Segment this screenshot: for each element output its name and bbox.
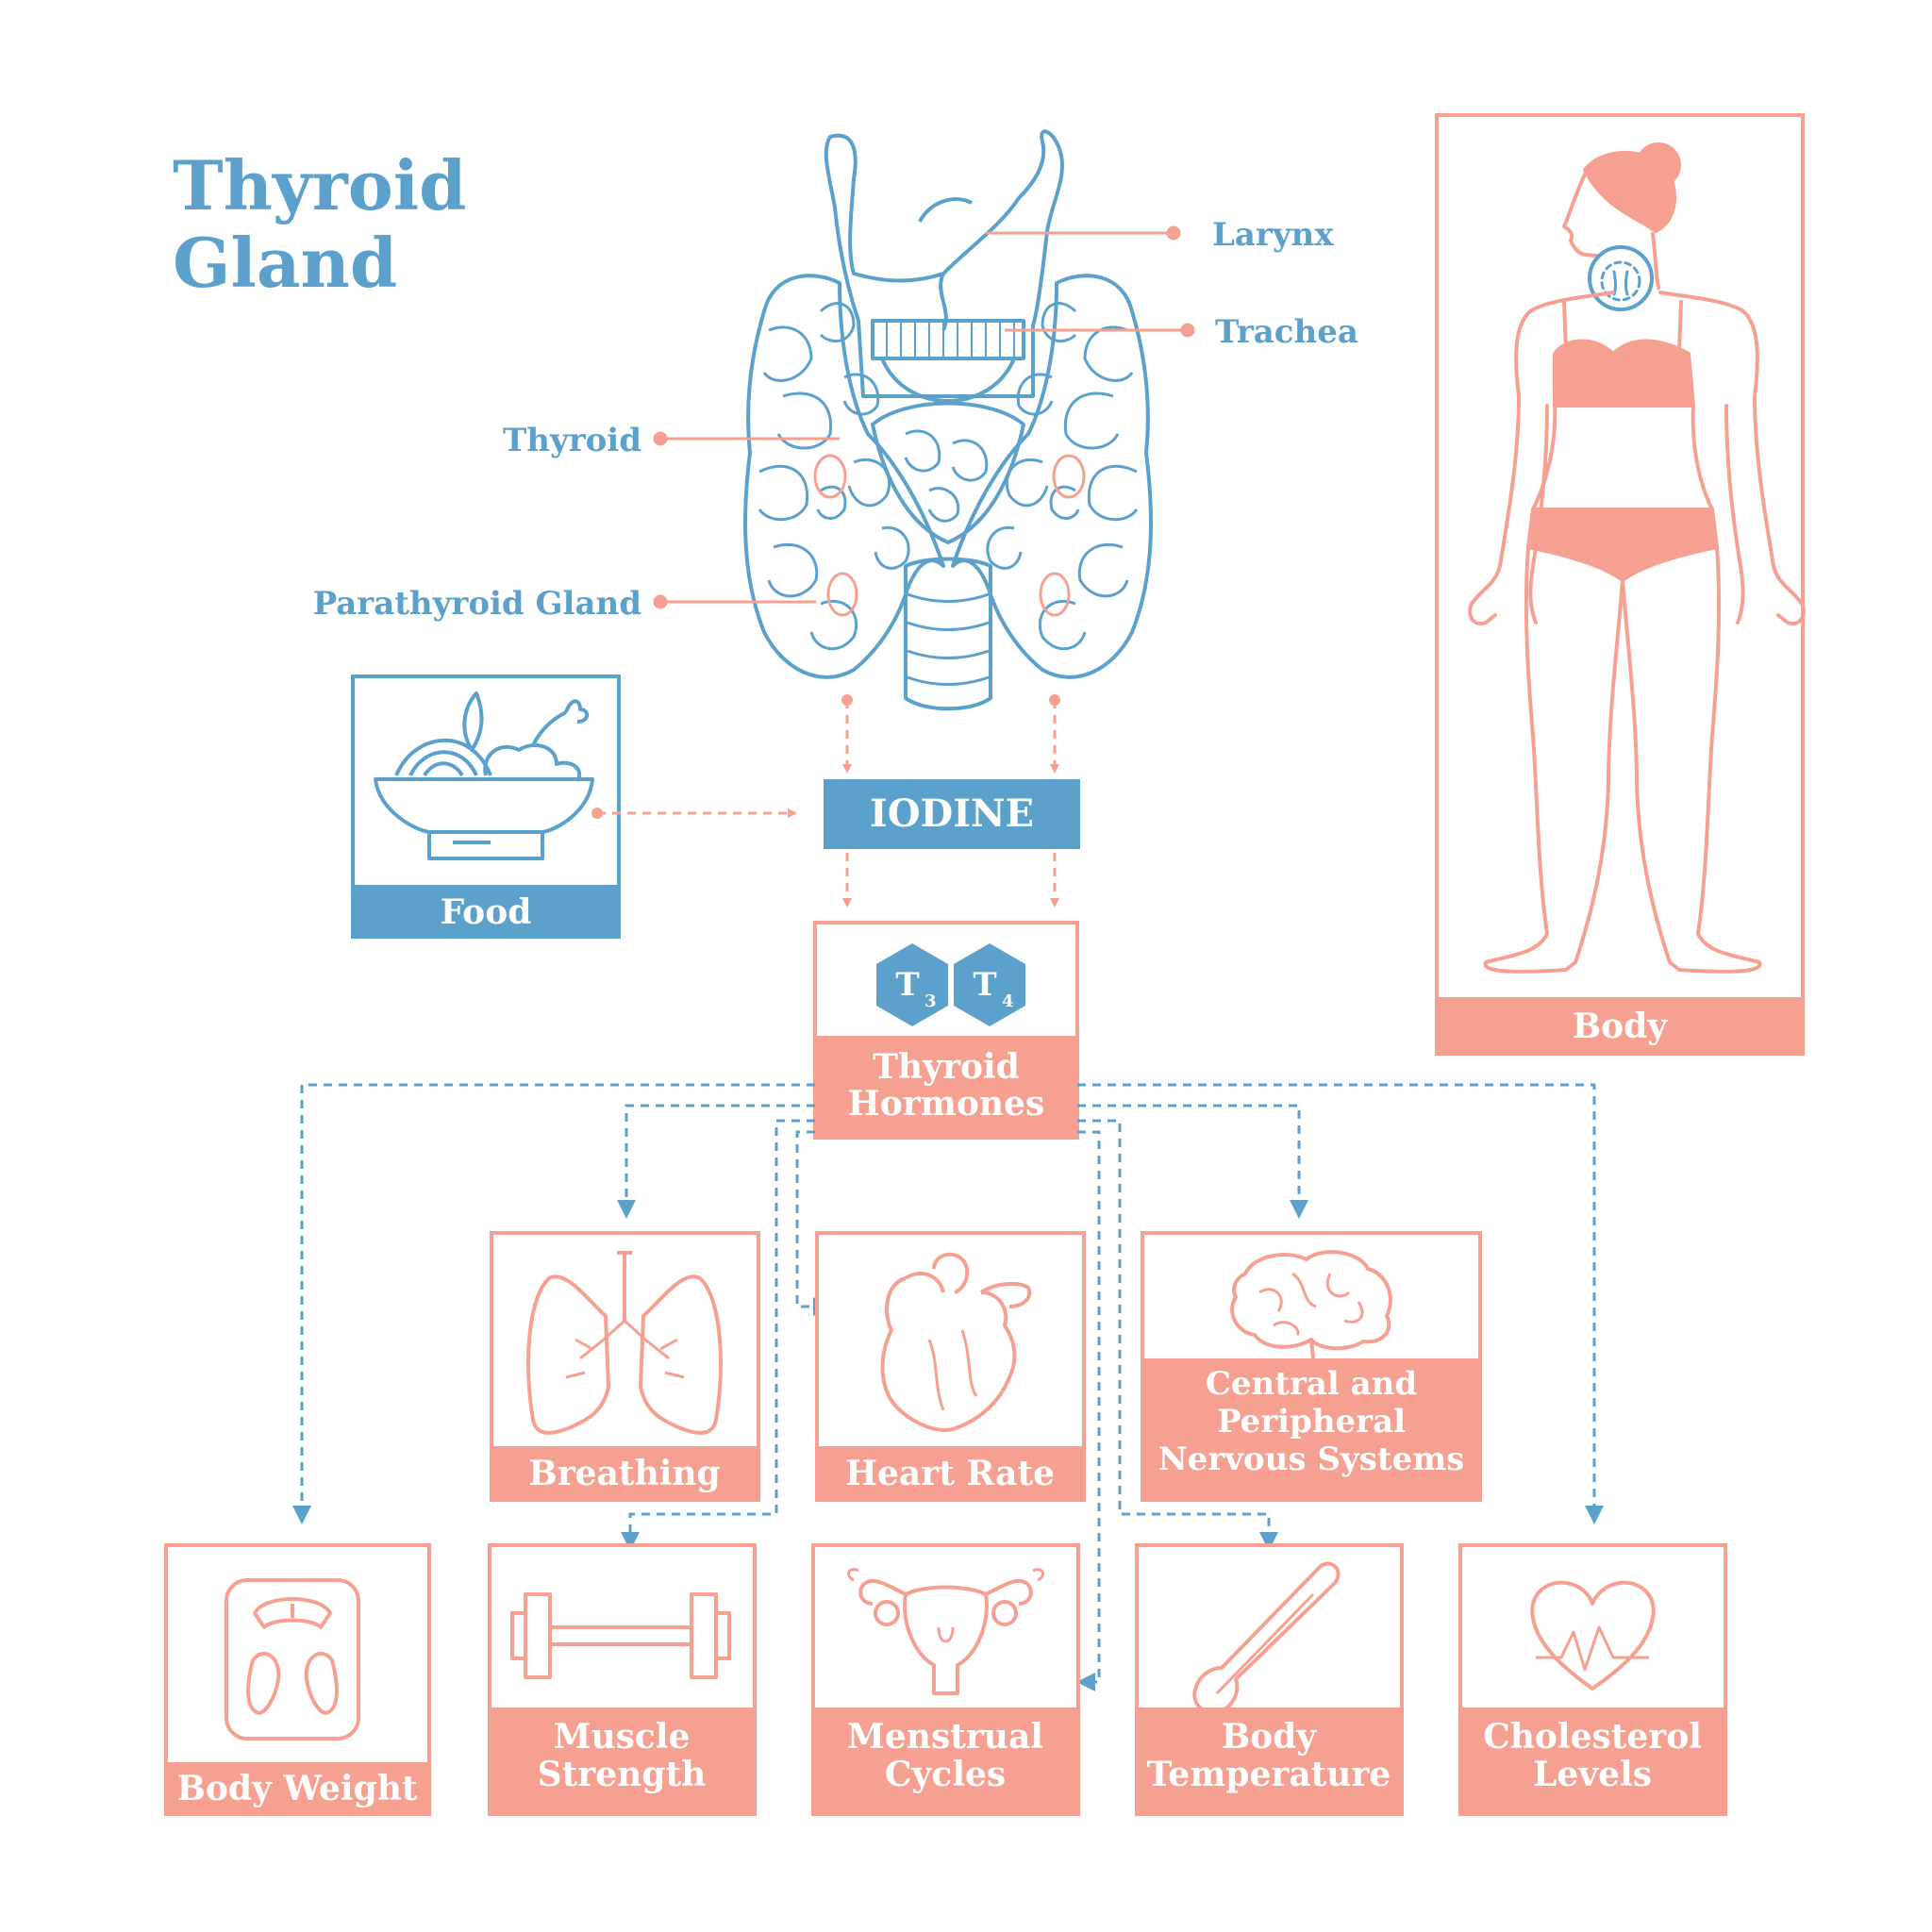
nervous-label-line-1: Central and: [1206, 1365, 1417, 1403]
cholesterol-label-line-1: Cholesterol: [1483, 1717, 1702, 1757]
hormones-label-line-2: Hormones: [848, 1084, 1044, 1124]
t4-hexagon: T 4: [954, 943, 1025, 1026]
scale-icon: [225, 1578, 360, 1740]
body-label: Body: [1573, 1007, 1669, 1046]
t3-hexagon: T 3: [876, 943, 948, 1026]
muscle-label-line-2: Strength: [538, 1755, 707, 1794]
hormones-label-line-1: Thyroid: [873, 1047, 1020, 1087]
temperature-label-line-2: Temperature: [1147, 1755, 1391, 1794]
cholesterol-label-line-2: Levels: [1533, 1755, 1652, 1794]
nervous-label-line-3: Nervous Systems: [1158, 1441, 1465, 1478]
t4-subscript: 4: [1002, 991, 1014, 1011]
effect-box-breathing: Breathing: [490, 1231, 760, 1502]
title-line-2: Gland: [173, 223, 397, 303]
effect-box-nervous-systems: Central and Peripheral Nervous Systems: [1141, 1231, 1482, 1502]
brain-icon: [1230, 1250, 1392, 1359]
label-thyroid: Thyroid: [503, 422, 641, 459]
parathyroid-upper-right: [1052, 454, 1086, 499]
iodine-box: IODINE: [824, 779, 1080, 849]
thyroid-anatomy-illustration: [743, 129, 1153, 711]
thyroid-left-lobe: [743, 274, 945, 679]
menstrual-label-line-2: Cycles: [885, 1755, 1006, 1794]
page-title: Thyroid Gland: [173, 145, 466, 303]
trachea-rings: [871, 319, 1025, 360]
uterus-icon: [847, 1568, 1044, 1695]
larynx-outline: [824, 129, 1064, 398]
body-box: Body: [1435, 113, 1806, 1056]
heart-pulse-icon: [1530, 1580, 1656, 1690]
dumbbell-icon: [510, 1592, 731, 1679]
thyroid-hormones-box: T 3 T 4 Thyroid Hormones: [813, 921, 1079, 1140]
body-weight-label: Body Weight: [176, 1769, 417, 1808]
thyroid-isthmus: [871, 401, 1025, 544]
food-box: Food: [351, 675, 621, 939]
label-larynx: Larynx: [1212, 216, 1334, 254]
lungs-icon: [526, 1251, 723, 1435]
menstrual-label-line-1: Menstrual: [847, 1717, 1043, 1757]
lower-trachea: [904, 557, 992, 711]
iodine-flow-arrows: [597, 700, 1059, 908]
food-label: Food: [441, 892, 532, 932]
effect-box-body-weight: Body Weight: [164, 1543, 431, 1816]
muscle-label-line-1: Muscle: [554, 1717, 691, 1757]
effect-box-body-temperature: Body Temperature: [1135, 1543, 1404, 1816]
female-body-icon: [1468, 142, 1806, 974]
heart-rate-label: Heart Rate: [845, 1454, 1055, 1493]
label-trachea: Trachea: [1215, 313, 1358, 351]
effect-box-muscle-strength: Muscle Strength: [488, 1543, 757, 1816]
title-line-1: Thyroid: [173, 145, 466, 225]
breathing-label: Breathing: [528, 1454, 720, 1493]
effect-box-menstrual-cycles: Menstrual Cycles: [811, 1543, 1080, 1816]
t3-letter: T: [895, 966, 919, 1004]
heart-icon: [880, 1252, 1032, 1432]
temperature-label-line-1: Body: [1222, 1717, 1318, 1757]
thyroid-right-lobe: [951, 274, 1153, 679]
effect-box-cholesterol-levels: Cholesterol Levels: [1458, 1543, 1727, 1816]
thermometer-icon: [1192, 1561, 1341, 1715]
parathyroid-lower-left: [826, 572, 858, 617]
label-parathyroid-gland: Parathyroid Gland: [313, 585, 641, 623]
food-bowl-icon: [374, 691, 594, 860]
parathyroid-lower-right: [1039, 572, 1071, 617]
t3-subscript: 3: [924, 991, 937, 1011]
iodine-label: IODINE: [870, 791, 1034, 836]
t4-letter: T: [973, 966, 996, 1004]
parathyroid-upper-left: [813, 454, 847, 499]
effect-box-heart-rate: Heart Rate: [815, 1231, 1086, 1502]
anatomy-callouts: [653, 225, 1195, 609]
hormone-flow-arrows: [292, 1083, 1604, 1691]
nervous-label-line-2: Peripheral: [1217, 1403, 1406, 1441]
